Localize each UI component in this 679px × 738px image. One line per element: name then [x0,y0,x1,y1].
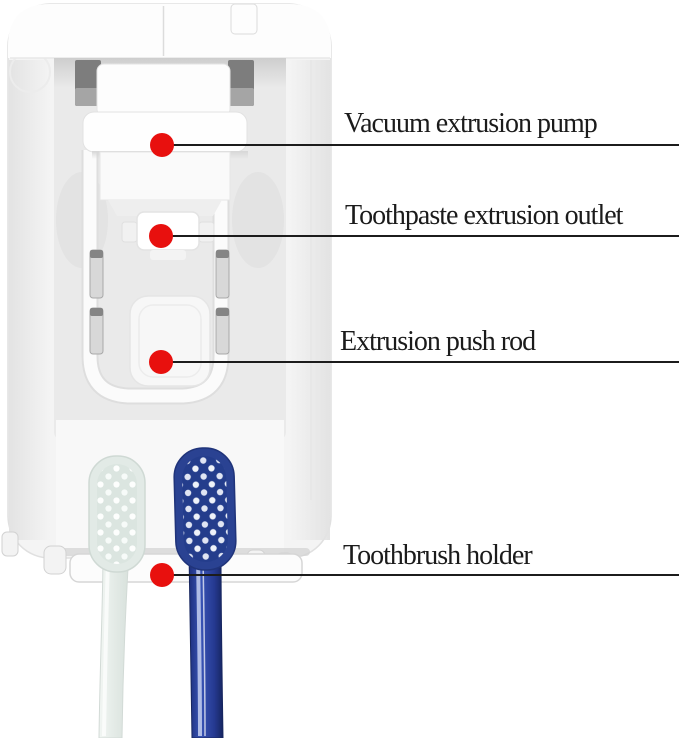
callout-label: Toothbrush holder [343,540,533,571]
callout-line [162,143,679,146]
callout-dot [149,224,173,248]
side-rails [89,249,230,355]
toothbrush-mint [88,455,146,738]
callout-line [162,573,679,576]
callout-dot [149,350,173,374]
toothbrush-blue [173,447,237,738]
vacuum-extrusion-pump [82,63,248,216]
callout-dot [150,563,174,587]
callout-label: Vacuum extrusion pump [344,108,598,139]
callout-line [161,234,679,237]
callout-dot [150,133,174,157]
callout-label: Toothpaste extrusion outlet [345,200,623,231]
callout-label: Extrusion push rod [340,326,536,357]
callout-line [161,361,679,363]
